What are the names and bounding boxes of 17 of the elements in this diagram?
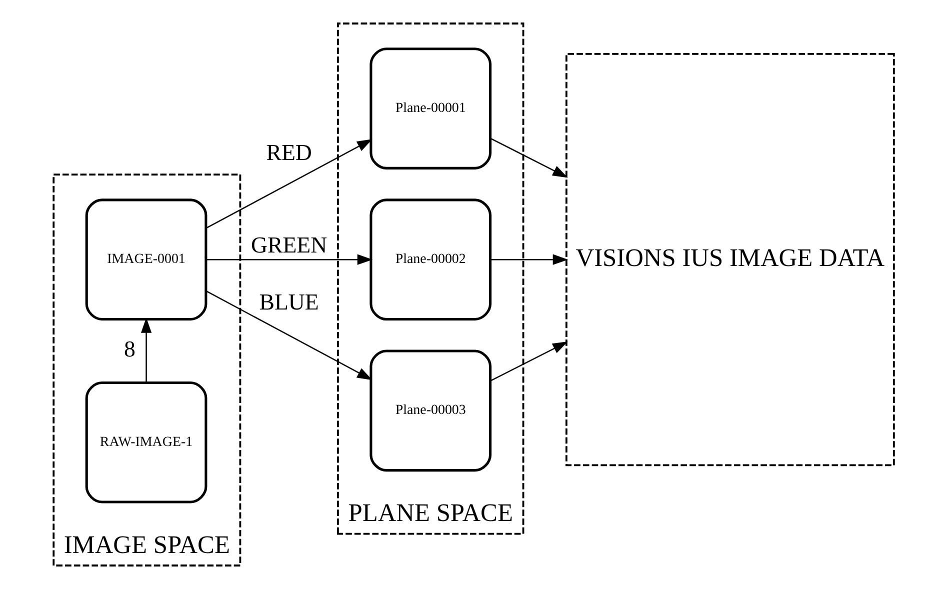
edge-label: GREEN bbox=[251, 232, 328, 258]
node-box: IMAGE-0001 bbox=[85, 198, 208, 321]
node-box: Plane-00002 bbox=[370, 198, 492, 321]
node-box: Plane-00001 bbox=[370, 48, 492, 170]
arrow bbox=[206, 254, 373, 265]
node-box: RAW-IMAGE-1 bbox=[85, 381, 208, 504]
edge-label: RED bbox=[266, 140, 312, 165]
edge-label: BLUE bbox=[259, 290, 319, 315]
arrow bbox=[490, 341, 568, 382]
node-box: VISIONS IUS IMAGE DATA bbox=[565, 53, 895, 466]
edge-label: 8 bbox=[124, 336, 136, 362]
arrow bbox=[490, 138, 568, 178]
arrow bbox=[140, 318, 152, 383]
arrow bbox=[206, 290, 372, 380]
arrow bbox=[206, 139, 372, 229]
node-box: Plane-00003 bbox=[370, 350, 492, 472]
arrow bbox=[490, 254, 568, 265]
